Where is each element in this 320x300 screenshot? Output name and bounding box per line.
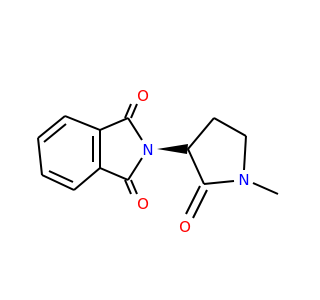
pyrrolidinone-ring — [187, 117, 247, 185]
atom-label-o-lactam: O — [179, 218, 191, 236]
atom-n-lactam: N — [235, 171, 253, 189]
bond-c1-n — [127, 117, 143, 141]
atom-label-n-imide: N — [142, 141, 153, 159]
atom-o-top: O — [134, 87, 152, 105]
benzene-ring — [37, 115, 101, 191]
wedge-bond-stereocenter — [157, 144, 188, 154]
lactam-carbonyl — [185, 185, 208, 219]
bond-c3-o-bottom-a — [124, 179, 132, 195]
atom-label-o-bottom: O — [137, 195, 149, 213]
atom-n-imide: N — [139, 141, 157, 159]
bond-benzene-inner-1 — [43, 123, 67, 143]
bond-benzene-5 — [73, 167, 101, 191]
atom-label-o-top: O — [137, 87, 149, 105]
atom-o-bottom: O — [134, 195, 152, 213]
bond-c3-c3a — [99, 167, 129, 181]
bond-c2p-o-b — [192, 189, 208, 219]
bond-benzene-3 — [37, 137, 43, 176]
bond-c2p-o-a — [185, 185, 201, 215]
bond-c5p-n1p — [243, 135, 247, 171]
bond-c7a-c1 — [99, 117, 129, 131]
bond-c4p-c5p — [213, 117, 247, 137]
bond-n1p-c2p — [203, 180, 235, 185]
imide-carbonyls — [124, 103, 138, 195]
bond-benzene-2 — [37, 115, 66, 139]
bond-c2p-c3p — [187, 148, 205, 185]
atom-o-lactam: O — [176, 218, 194, 236]
bond-c1-o-top-b — [130, 103, 138, 119]
bond-n-methyl — [252, 182, 279, 195]
bond-c3p-c4p — [187, 117, 215, 150]
bond-benzene-4 — [41, 174, 75, 191]
imide-ring — [99, 117, 143, 181]
bond-benzene-inner-2 — [48, 170, 74, 183]
bond-c3-o-bottom-b — [130, 179, 138, 195]
molecule-structure-diagram: O O N N O — [37, 87, 279, 236]
atom-label-n-lactam: N — [238, 171, 249, 189]
bond-n-c3 — [127, 157, 143, 181]
bond-benzene-1 — [64, 115, 101, 131]
bond-c1-o-top-a — [124, 103, 132, 119]
